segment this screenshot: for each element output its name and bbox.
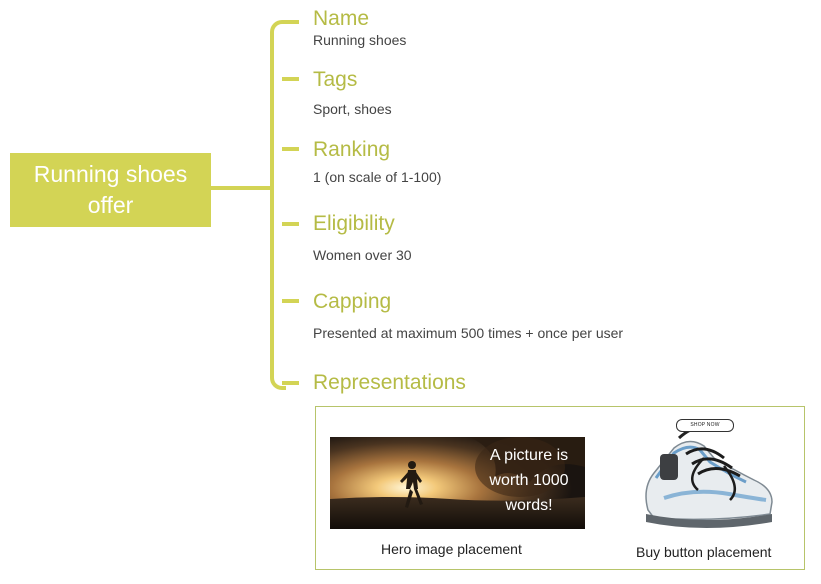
attribute-label-name: Name <box>313 7 370 30</box>
branch-tick-tags <box>282 77 299 81</box>
hero-image-text: A picture is worth 1000 words! <box>489 447 569 514</box>
hero-runner-image: A picture is worth 1000 words! <box>330 437 585 529</box>
attribute-value-name: Running shoes <box>313 32 407 48</box>
root-node: Running shoes offer <box>10 153 211 227</box>
running-shoe-image <box>634 418 779 536</box>
branch-tick-name <box>282 20 299 24</box>
attribute-value-eligibility: Women over 30 <box>313 247 412 263</box>
attribute-label-representations: Representations <box>313 371 466 394</box>
branch-tick-capping <box>282 299 299 303</box>
attribute-label-capping: Capping <box>313 290 392 313</box>
attribute-value-tags: Sport, shoes <box>313 101 392 117</box>
attribute-value-ranking: 1 (on scale of 1-100) <box>313 169 442 185</box>
attribute-value-capping: Presented at maximum 500 times + once pe… <box>313 325 624 341</box>
shop-now-button[interactable]: SHOP NOW <box>676 419 734 432</box>
buy-button-caption: Buy button placement <box>636 544 772 560</box>
branch-tick-eligibility <box>282 222 299 226</box>
branch-tick-representations <box>282 381 299 385</box>
attribute-label-tags: Tags <box>313 68 358 91</box>
tree-bracket <box>270 20 286 390</box>
branch-tick-ranking <box>282 147 299 151</box>
representations-box <box>315 406 805 570</box>
root-label: Running shoes offer <box>33 161 188 218</box>
root-connector <box>211 186 271 190</box>
attribute-label-eligibility: Eligibility <box>313 212 395 235</box>
attribute-label-ranking: Ranking <box>313 138 391 161</box>
hero-caption: Hero image placement <box>381 541 522 557</box>
